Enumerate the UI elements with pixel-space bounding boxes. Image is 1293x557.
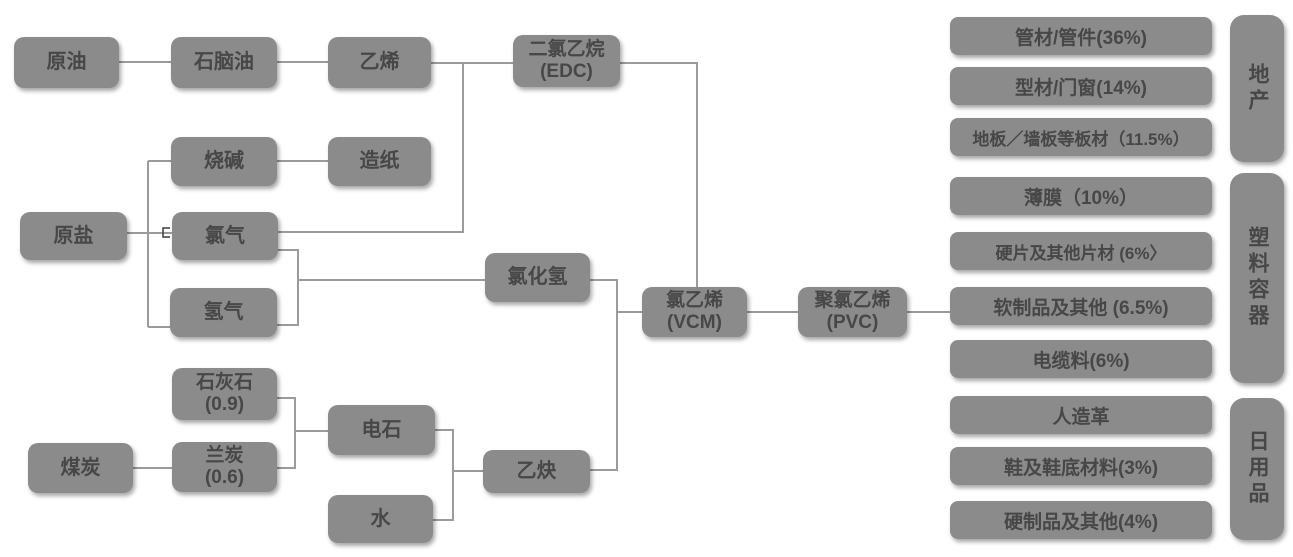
group-label-daily-necessities: 日用品 xyxy=(1230,398,1284,540)
node-raw-salt: 原盐 xyxy=(20,212,127,260)
app-item-soft-products: 软制品及其他 (6.5%) xyxy=(950,287,1212,325)
node-label: 氢气 xyxy=(203,301,244,323)
node-coal: 煤炭 xyxy=(28,443,133,493)
node-label: 二氯乙烷 xyxy=(528,39,605,61)
node-label: 氯化氢 xyxy=(507,266,568,288)
app-item-artificial-leather: 人造革 xyxy=(950,396,1212,434)
node-naphtha: 石脑油 xyxy=(171,37,277,88)
node-paper: 造纸 xyxy=(328,137,431,186)
app-item-pipes: 管材/管件(36%) xyxy=(950,17,1212,55)
node-label: 原油 xyxy=(46,51,87,73)
node-label: 乙炔 xyxy=(516,460,557,482)
node-crude-oil: 原油 xyxy=(14,37,119,88)
node-hcl: 氯化氢 xyxy=(485,253,590,302)
app-item-rigid-sheets: 硬片及其他片材 (6%〉 xyxy=(950,232,1212,270)
app-item-shoes: 鞋及鞋底材料(3%) xyxy=(950,447,1212,485)
bracket-artifact xyxy=(162,227,170,238)
group-label-text: 塑料容器 xyxy=(1246,226,1269,330)
node-pvc: 聚氯乙烯 (PVC) xyxy=(798,287,907,337)
node-hydrogen: 氢气 xyxy=(170,288,277,337)
app-item-label: 管材/管件(36%) xyxy=(1015,27,1147,49)
app-item-film: 薄膜（10%） xyxy=(950,177,1212,215)
node-label: 聚氯乙烯 xyxy=(814,290,891,312)
node-label: 兰炭 xyxy=(205,445,244,467)
app-item-label: 薄膜（10%） xyxy=(1023,187,1139,209)
app-item-profiles-doors-windows: 型材/门窗(14%) xyxy=(950,67,1212,105)
app-item-cable-material: 电缆料(6%) xyxy=(950,340,1212,378)
node-ethylene: 乙烯 xyxy=(328,37,431,88)
node-label: 氯乙烯 xyxy=(665,290,723,312)
node-label: 煤炭 xyxy=(60,456,101,479)
node-label: 造纸 xyxy=(359,150,400,172)
node-sublabel: (0.6) xyxy=(204,467,245,488)
node-label: 电石 xyxy=(361,418,402,441)
app-item-label: 地板／墙板等板材（11.5%） xyxy=(972,129,1190,149)
app-item-label: 硬片及其他片材 (6%〉 xyxy=(995,243,1167,263)
node-caustic-soda: 烧碱 xyxy=(171,137,277,186)
node-sublabel: (EDC) xyxy=(540,61,593,82)
node-semi-coke: 兰炭 (0.6) xyxy=(172,442,277,492)
app-item-hard-products: 硬制品及其他(4%) xyxy=(950,501,1212,539)
app-item-floor-wall-boards: 地板／墙板等板材（11.5%） xyxy=(950,118,1212,156)
node-chlorine: 氯气 xyxy=(172,212,278,260)
group-label-text: 日用品 xyxy=(1246,430,1269,508)
node-label: 石脑油 xyxy=(194,51,254,73)
node-carbide: 电石 xyxy=(328,405,435,455)
node-sublabel: (0.9) xyxy=(204,394,245,415)
node-label: 氯气 xyxy=(205,224,245,247)
app-item-label: 人造革 xyxy=(1052,406,1110,428)
node-water: 水 xyxy=(328,495,433,543)
app-item-label: 软制品及其他 (6.5%) xyxy=(993,297,1169,319)
group-label-plastic-containers: 塑料容器 xyxy=(1230,173,1284,383)
node-acetylene: 乙炔 xyxy=(483,450,590,493)
node-label: 烧碱 xyxy=(204,150,244,172)
node-vcm: 氯乙烯 (VCM) xyxy=(642,287,747,337)
node-label: 石灰石 xyxy=(195,372,253,394)
node-label: 乙烯 xyxy=(359,51,400,73)
node-sublabel: (PVC) xyxy=(826,312,879,333)
node-edc: 二氯乙烷 (EDC) xyxy=(513,35,620,87)
app-item-label: 型材/门窗(14%) xyxy=(1015,77,1147,99)
node-label: 原盐 xyxy=(53,224,94,247)
node-label: 水 xyxy=(370,507,391,530)
group-label-text: 地产 xyxy=(1246,62,1269,115)
app-item-label: 鞋及鞋底材料(3%) xyxy=(1003,457,1159,479)
app-item-label: 电缆料(6%) xyxy=(1032,350,1130,372)
app-item-label: 硬制品及其他(4%) xyxy=(1003,511,1159,533)
node-sublabel: (VCM) xyxy=(667,312,722,333)
group-label-real-estate: 地产 xyxy=(1230,15,1284,162)
node-limestone: 石灰石 (0.9) xyxy=(172,368,277,420)
